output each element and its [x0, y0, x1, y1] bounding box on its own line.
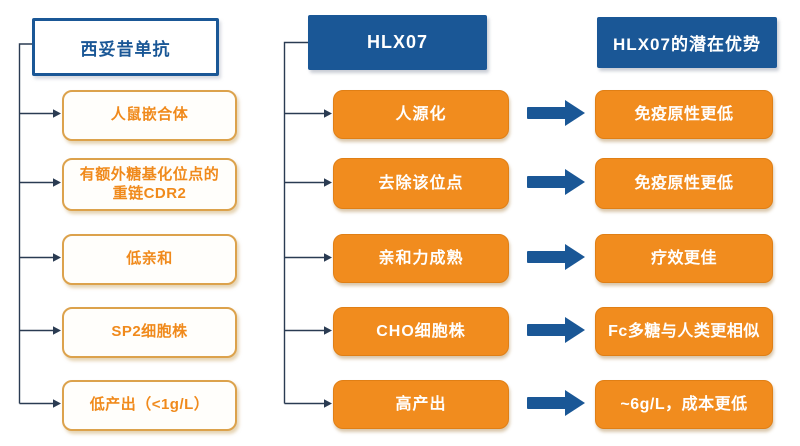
advantage-item-box: 免疫原性更低 [595, 158, 773, 209]
cetuximab-item-box: 人鼠嵌合体 [62, 90, 237, 141]
flow-arrow-icon [527, 169, 585, 195]
hlx07-item-box: 人源化 [333, 90, 509, 139]
cetuximab-item-box: 低亲和 [62, 234, 237, 285]
cetuximab-connector-lines [18, 43, 54, 405]
cetuximab-header-box: 西妥昔单抗 [32, 18, 219, 76]
hlx07-header-box: HLX07 [308, 15, 487, 70]
cetuximab-item-box: 低产出（<1g/L） [62, 380, 237, 431]
flow-arrow-icon [527, 244, 585, 270]
cetuximab-item-box: 有额外糖基化位点的 重链CDR2 [62, 158, 237, 211]
hlx07-item-box: CHO细胞株 [333, 307, 509, 356]
cetuximab-item-box: SP2细胞株 [62, 307, 237, 358]
advantage-item-box: 免疫原性更低 [595, 90, 773, 139]
advantage-item-box: Fc多糖与人类更相似 [595, 307, 773, 356]
hlx07-item-box: 亲和力成熟 [333, 234, 509, 283]
advantages-header-box: HLX07的潜在优势 [597, 17, 777, 68]
hlx07-arrowhead-icons [324, 109, 332, 408]
flow-arrow-icon [527, 317, 585, 343]
advantage-item-box: 疗效更佳 [595, 234, 773, 283]
cetuximab-arrowhead-icons [53, 109, 61, 408]
hlx07-item-box: 高产出 [333, 380, 509, 429]
flow-arrow-icon [527, 100, 585, 126]
hlx07-item-box: 去除该位点 [333, 158, 509, 209]
advantage-item-box: ~6g/L，成本更低 [595, 380, 773, 429]
flow-arrow-icon [527, 390, 585, 416]
hlx07-connector-lines [283, 41, 325, 405]
